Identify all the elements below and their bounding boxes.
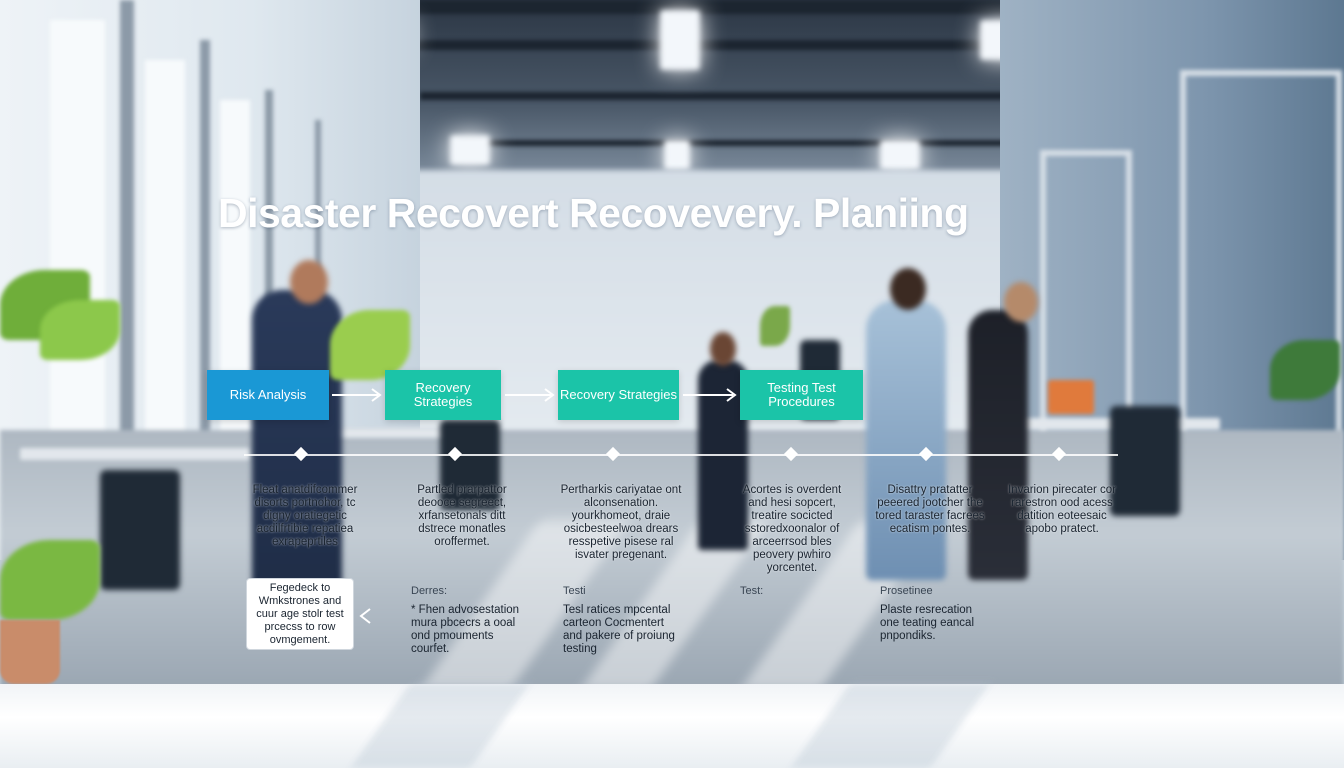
timeline [244,454,1118,456]
arrow-right-icon [332,388,382,402]
step-recovery-strategies-2: Recovery Strategies [558,370,679,420]
sub-label: Derres: [411,585,448,597]
timeline-note: Invarion pirecater cor rarestron ood ace… [1007,484,1117,535]
person-head [890,268,926,310]
plant [760,306,790,346]
plant [0,540,100,620]
office-chair [100,470,180,590]
chevron-left-icon [359,608,371,624]
plant-pot [0,620,60,684]
ceiling-light [660,10,700,70]
window-pane [145,60,185,440]
plant [330,310,410,380]
ceiling-beam [460,140,1160,146]
arrow-right-icon [683,388,737,402]
ceiling-light [664,140,690,170]
sub-note: * Fhen advosestation mura pbcecrs a ooal… [411,604,520,655]
page-title: Disaster Recovert Recovevery. Planiing [218,190,969,236]
ceiling-beam [420,92,1240,100]
timeline-note: Partled prarpattor deooce segreect, xrfa… [417,484,507,548]
person-head [290,260,328,304]
step-recovery-strategies: Recovery Strategies [385,370,501,420]
window-mullion [200,40,210,460]
sub-label: Prosetinee [880,585,933,597]
timeline-note: Acortes is overdent and hesi sopcert, tr… [742,484,842,574]
arrow-right-icon [505,388,555,402]
person-standing [968,310,1028,580]
laptop [1048,380,1094,414]
sub-label: Test: [740,585,764,597]
foreground-ledge [0,684,1344,768]
window-pane [50,20,105,450]
office-chair [440,420,500,510]
timeline-note: Pertharkis cariyatae ont alconsenation. … [560,484,682,561]
ceiling-light [450,135,490,165]
timeline-note: Fleat anatdifcommer disorts portnohor, t… [252,484,358,548]
feedback-callout: Fegedeck to Wmkstrones and cuur age stol… [246,578,354,650]
step-testing-procedures: Testing Test Procedures [740,370,863,420]
sub-note: Tesl ratices mpcental carteon Cocmentert… [563,604,675,655]
plant [1270,340,1340,400]
ceiling-light [880,140,920,170]
step-risk-analysis: Risk Analysis [207,370,329,420]
person-head [710,332,736,366]
desk [330,428,450,438]
window-mullion [120,0,134,460]
desk [20,448,250,460]
sub-label: Testi [563,585,586,597]
sub-note: Plaste resrecation one teating eancal pn… [880,604,974,642]
plant [40,300,120,360]
person-standing [866,300,946,580]
ceiling-beam [380,40,1280,50]
office-chair [1110,406,1180,516]
window-mullion [265,90,273,450]
person-standing [252,290,342,590]
timeline-note: Disattry pratatter peeered jootcher the … [875,484,985,535]
person-head [1004,282,1038,322]
